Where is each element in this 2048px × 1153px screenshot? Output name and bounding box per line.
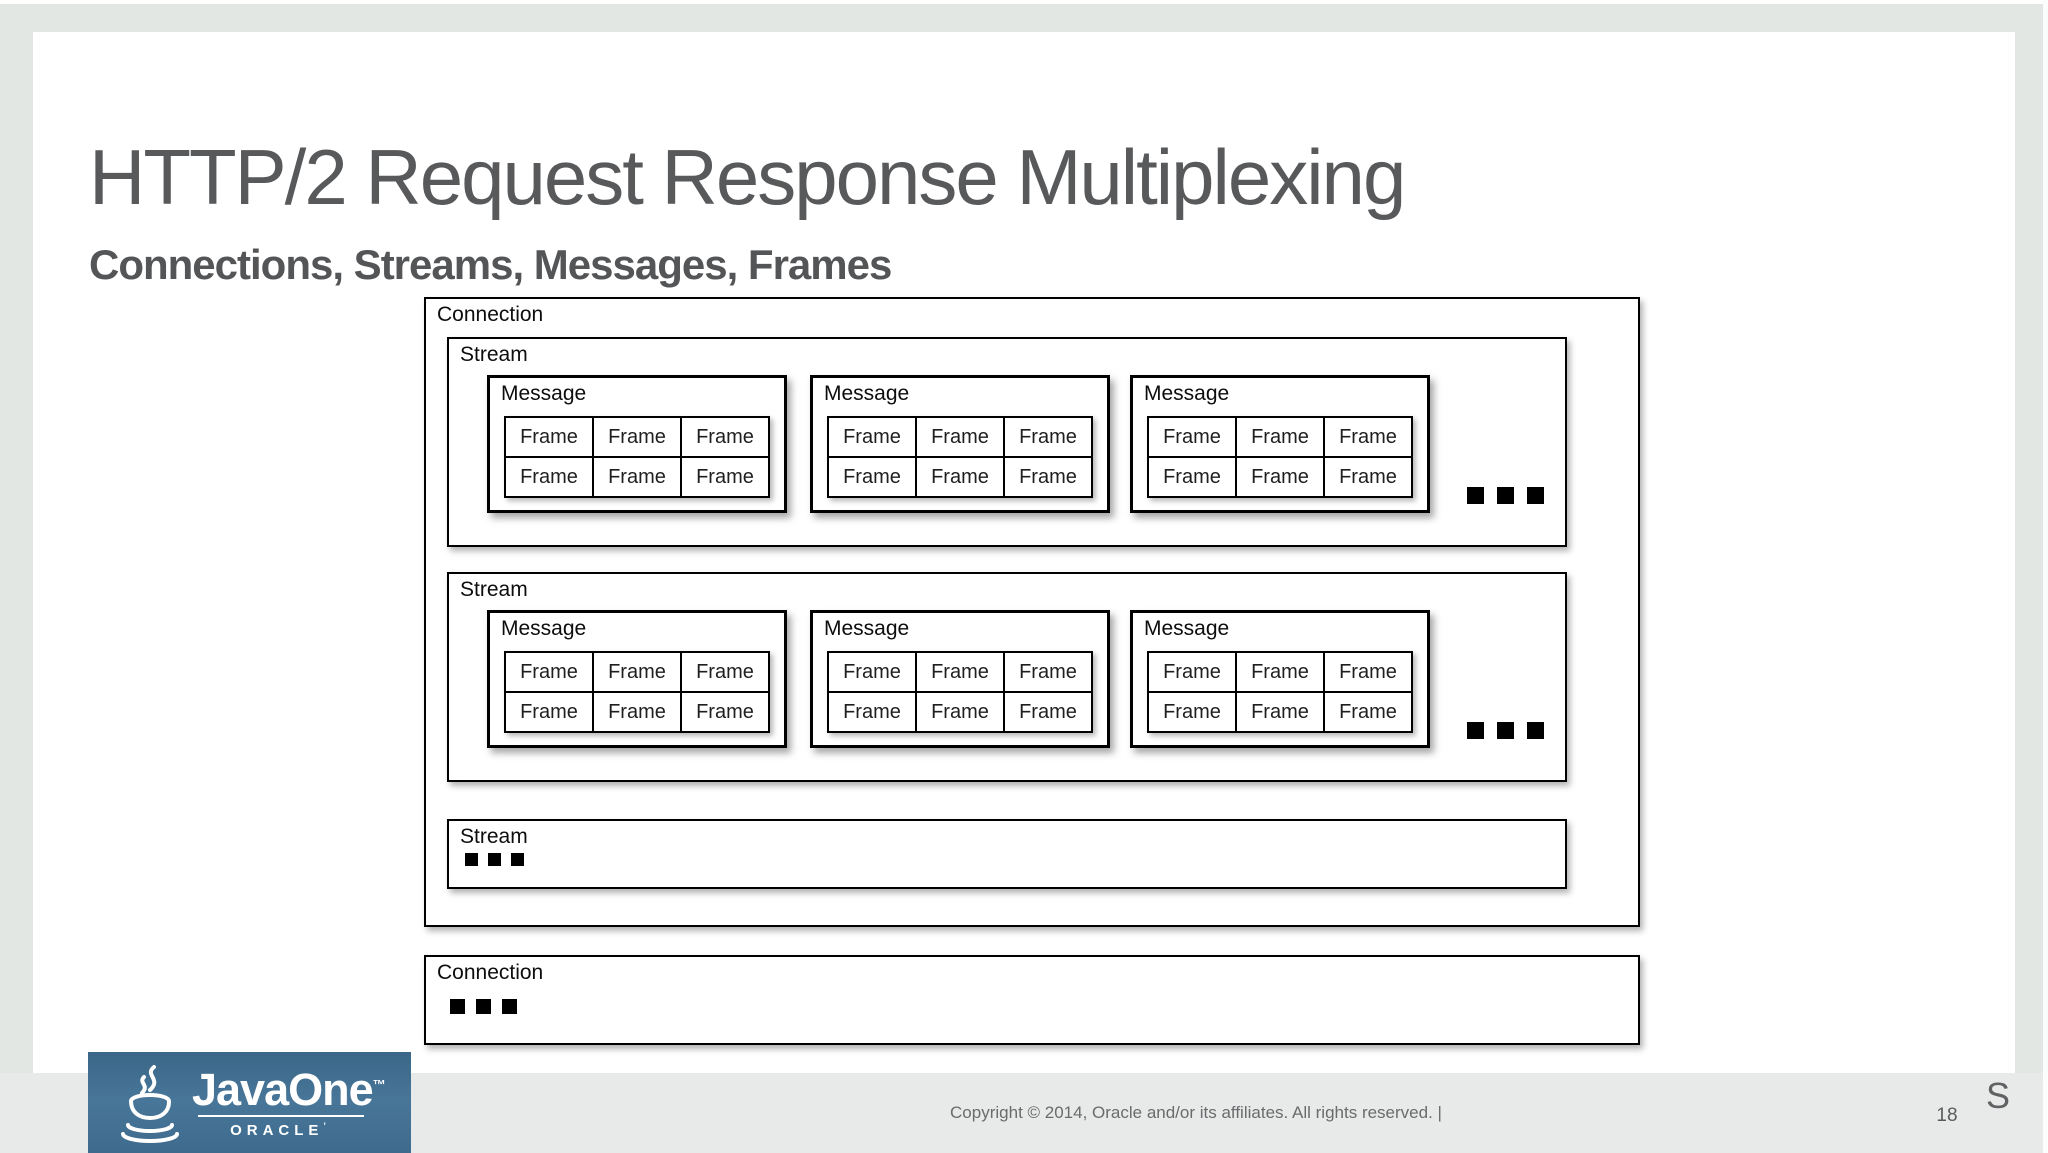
frame-cell: Frame <box>827 456 917 498</box>
javaone-logo: JavaOne™ ORACLE’ <box>88 1052 411 1153</box>
dot <box>1527 722 1544 739</box>
dot <box>450 999 465 1014</box>
frame-grid: Frame Frame Frame Frame Frame Frame <box>504 651 770 733</box>
frame-grid: Frame Frame Frame Frame Frame Frame <box>1147 651 1413 733</box>
frame-grid: Frame Frame Frame Frame Frame Frame <box>504 416 770 498</box>
top-edge-strip <box>0 0 2048 4</box>
message-box: Message Frame Frame Frame Frame Frame Fr… <box>810 375 1110 513</box>
connection-label: Connection <box>437 303 544 326</box>
frame-cell: Frame <box>592 651 682 693</box>
dot <box>1467 487 1484 504</box>
frame-cell: Frame <box>915 456 1005 498</box>
frame-cell: Frame <box>915 416 1005 458</box>
message-label: Message <box>824 382 910 405</box>
frame-cell: Frame <box>680 456 770 498</box>
ellipsis-dots <box>1467 487 1544 504</box>
dot <box>1497 487 1514 504</box>
frame-cell: Frame <box>1003 651 1093 693</box>
logo-text: JavaOne™ ORACLE’ <box>192 1063 386 1139</box>
message-box: Message Frame Frame Frame Frame Frame Fr… <box>1130 610 1430 748</box>
trademark-mark: ™ <box>372 1076 386 1092</box>
frame-cell: Frame <box>1235 691 1325 733</box>
message-label: Message <box>1144 617 1230 640</box>
ellipsis-dots <box>465 853 524 866</box>
frame-cell: Frame <box>1323 651 1413 693</box>
frame-cell: Frame <box>1003 691 1093 733</box>
stream-box-1: Stream Message Frame Frame Frame Frame F… <box>447 337 1567 547</box>
ellipsis-dots <box>450 999 517 1014</box>
frame-cell: Frame <box>1323 416 1413 458</box>
frame-grid: Frame Frame Frame Frame Frame Frame <box>1147 416 1413 498</box>
page-number: 18 <box>1936 1105 1958 1126</box>
message-label: Message <box>501 382 587 405</box>
dot <box>476 999 491 1014</box>
message-label: Message <box>1144 382 1230 405</box>
frame-grid: Frame Frame Frame Frame Frame Frame <box>827 416 1093 498</box>
frame-cell: Frame <box>592 416 682 458</box>
connection-box-1: Connection Stream Message Frame Frame Fr… <box>424 297 1640 927</box>
frame-cell: Frame <box>1147 651 1237 693</box>
oracle-text: ORACLE’ <box>230 1120 326 1139</box>
logo-underline <box>198 1114 364 1117</box>
frame-grid: Frame Frame Frame Frame Frame Frame <box>827 651 1093 733</box>
frame-cell: Frame <box>592 456 682 498</box>
page-subtitle: Connections, Streams, Messages, Frames <box>89 241 892 288</box>
frame-cell: Frame <box>1147 416 1237 458</box>
frame-cell: Frame <box>1235 651 1325 693</box>
connection-label: Connection <box>437 961 544 984</box>
frame-cell: Frame <box>1235 416 1325 458</box>
frame-cell: Frame <box>827 651 917 693</box>
message-label: Message <box>824 617 910 640</box>
frame-cell: Frame <box>1003 456 1093 498</box>
frame-cell: Frame <box>1235 456 1325 498</box>
stream-label: Stream <box>460 343 528 366</box>
stream-label: Stream <box>460 825 528 848</box>
message-box: Message Frame Frame Frame Frame Frame Fr… <box>487 375 787 513</box>
java-cup-icon <box>121 1064 179 1143</box>
stream-label: Stream <box>460 578 528 601</box>
frame-cell: Frame <box>1147 691 1237 733</box>
dot <box>1497 722 1514 739</box>
frame-cell: Frame <box>1323 456 1413 498</box>
dot <box>465 853 478 866</box>
frame-cell: Frame <box>504 651 594 693</box>
dot <box>502 999 517 1014</box>
frame-cell: Frame <box>504 456 594 498</box>
copyright-text: Copyright © 2014, Oracle and/or its affi… <box>950 1103 1442 1122</box>
dot <box>488 853 501 866</box>
frame-cell: Frame <box>504 691 594 733</box>
slide-transition-letter: S <box>1986 1075 2011 1116</box>
dot <box>1527 487 1544 504</box>
stream-box-2: Stream Message Frame Frame Frame Frame F… <box>447 572 1567 782</box>
frame-cell: Frame <box>1323 691 1413 733</box>
page-title: HTTP/2 Request Response Multiplexing <box>89 133 1406 221</box>
brand-text: JavaOne™ <box>192 1063 386 1115</box>
right-edge-strip <box>2043 0 2048 1153</box>
message-box: Message Frame Frame Frame Frame Frame Fr… <box>810 610 1110 748</box>
frame-cell: Frame <box>915 651 1005 693</box>
frame-cell: Frame <box>827 691 917 733</box>
frame-cell: Frame <box>592 691 682 733</box>
message-label: Message <box>501 617 587 640</box>
dot <box>511 853 524 866</box>
registered-mark: ’ <box>323 1120 326 1131</box>
frame-cell: Frame <box>1147 456 1237 498</box>
frame-cell: Frame <box>915 691 1005 733</box>
frame-cell: Frame <box>504 416 594 458</box>
message-box: Message Frame Frame Frame Frame Frame Fr… <box>487 610 787 748</box>
connection-box-2: Connection <box>424 955 1640 1045</box>
dot <box>1467 722 1484 739</box>
message-box: Message Frame Frame Frame Frame Frame Fr… <box>1130 375 1430 513</box>
ellipsis-dots <box>1467 722 1544 739</box>
frame-cell: Frame <box>680 691 770 733</box>
frame-cell: Frame <box>1003 416 1093 458</box>
frame-cell: Frame <box>680 416 770 458</box>
frame-cell: Frame <box>827 416 917 458</box>
frame-cell: Frame <box>680 651 770 693</box>
stream-box-3: Stream <box>447 819 1567 889</box>
